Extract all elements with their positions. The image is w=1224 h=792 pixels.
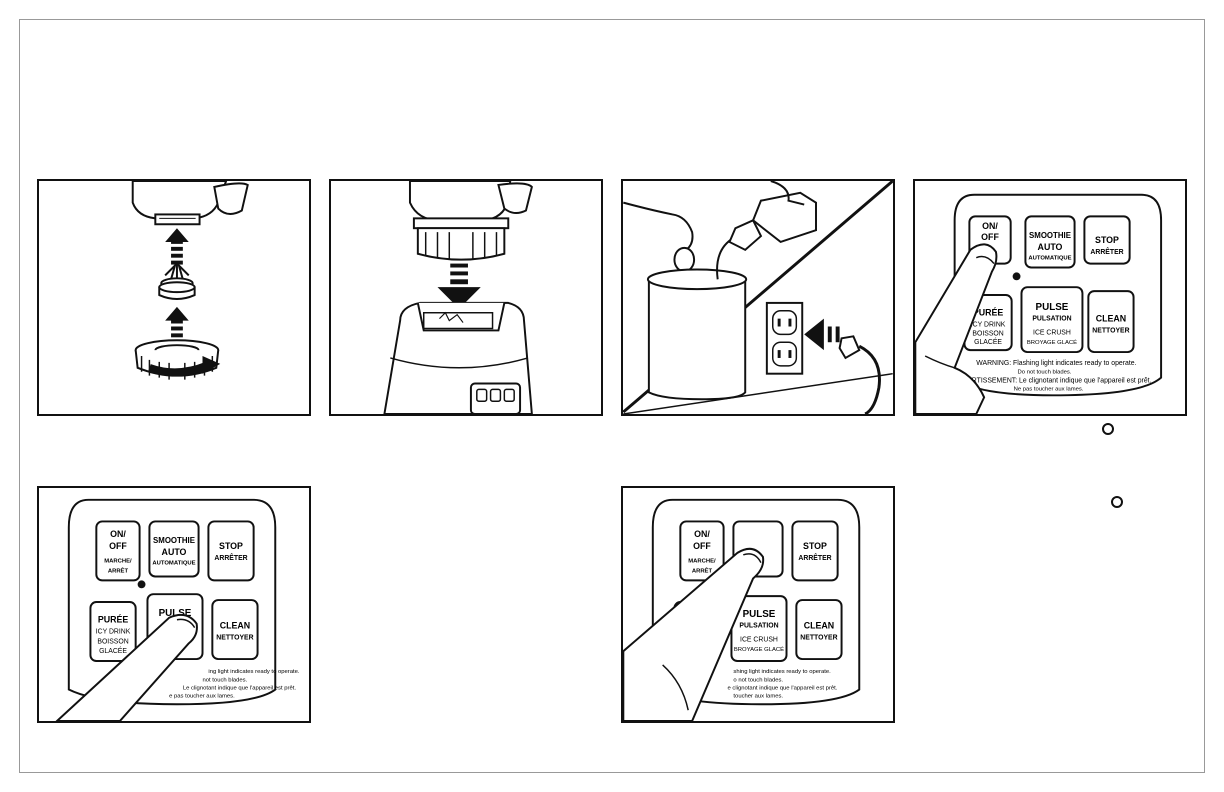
puree-label: GLACÉE: [974, 337, 1002, 346]
ring-bullet-icon: [1102, 423, 1114, 435]
pulse-label: PULSE: [1036, 302, 1069, 313]
step-panel-attach-jar: [329, 179, 603, 416]
finger-icon: [55, 613, 198, 721]
clean-label: CLEAN: [220, 621, 250, 631]
on-off-label: ARRÊT: [692, 567, 713, 575]
on-off-label: MARCHE/: [104, 559, 132, 565]
on-off-label: ARRÊT: [108, 567, 129, 575]
clean-label: NETTOYER: [216, 634, 253, 641]
pulse-label: ICE CRUSH: [1033, 329, 1071, 336]
arrow-up-icon: [165, 228, 189, 265]
puree-label: BOISSON: [97, 638, 128, 645]
strawberry-icon: [673, 246, 696, 273]
wall-outlet-icon: [765, 301, 804, 375]
plug-icon: [838, 335, 861, 360]
power-dot-icon: [137, 580, 146, 589]
avertissement-text: Ne pas toucher aux lames.: [1014, 386, 1084, 392]
on-off-label: ON/: [982, 221, 998, 231]
on-off-label: ON/: [110, 529, 126, 539]
arrow-left-icon: [804, 318, 840, 351]
pulse-label: PULSATION: [739, 623, 778, 630]
step-panel-press-smoothie: ON/ OFF MARCHE/ ARRÊT STOP ARRÊTER PULSE…: [621, 486, 895, 723]
smoothie-label: AUTOMATIQUE: [152, 561, 195, 567]
attach-jar-illustration: [383, 181, 533, 414]
page-frame: [19, 19, 1205, 773]
puree-label: GLACÉE: [99, 646, 127, 655]
avertissement-text: Le clignotant indique que l'appareil est…: [183, 686, 297, 692]
avertissement-text: toucher aux lames.: [733, 693, 783, 699]
on-off-label: MARCHE/: [688, 559, 716, 565]
clean-label: NETTOYER: [1092, 327, 1129, 334]
puree-label: ICY DRINK: [971, 322, 1006, 329]
avertissement-text: e pas toucher aux lames.: [169, 693, 235, 699]
assemble-blade-illustration: [131, 181, 249, 380]
clean-label: CLEAN: [804, 621, 834, 631]
warning-text: ing light indicates ready to operate.: [208, 669, 299, 675]
pulse-label: ICE CRUSH: [740, 636, 778, 643]
smoothie-label: AUTO: [1038, 242, 1063, 252]
stop-label: STOP: [1095, 235, 1119, 245]
smoothie-label: SMOOTHIE: [1029, 231, 1071, 240]
fill-and-plug-illustration: [623, 181, 893, 414]
pulse-label: PULSATION: [1032, 316, 1071, 323]
puree-label: PURÉE: [973, 308, 1004, 318]
step-panel-assemble-blade: [37, 179, 311, 416]
puree-label: ICY DRINK: [96, 629, 131, 636]
on-off-label: OFF: [981, 232, 999, 242]
clean-label: NETTOYER: [800, 634, 837, 641]
stop-label: ARRÊTER: [214, 553, 247, 562]
clean-label: CLEAN: [1096, 314, 1126, 324]
finger-icon: [623, 547, 765, 721]
blade-assembly-icon: [158, 262, 196, 300]
step-panel-press-on-off: ON/ OFF SMOOTHIE AUTO AUTOMATIQUE STOP A…: [913, 179, 1187, 416]
control-panel-on-off-illustration: ON/ OFF SMOOTHIE AUTO AUTOMATIQUE STOP A…: [915, 193, 1163, 414]
smoothie-label: AUTO: [162, 547, 187, 557]
stop-label: ARRÊTER: [1090, 247, 1123, 256]
stop-label: STOP: [803, 541, 827, 551]
pulse-label: PULSE: [743, 609, 776, 620]
rotate-arrow-icon: [148, 355, 221, 377]
step-panel-press-pulse: ON/ OFF MARCHE/ ARRÊT SMOOTHIE AUTO AUTO…: [37, 486, 311, 723]
power-dot-icon: [1012, 272, 1021, 281]
warning-text: WARNING: Flashing light indicates ready …: [976, 360, 1136, 367]
smoothie-label: SMOOTHIE: [153, 536, 195, 545]
warning-text: not touch blades.: [203, 678, 248, 684]
on-off-label: ON/: [694, 529, 710, 539]
avertissement-text: AVERTISSEMENT: Le clignotant indique que…: [959, 378, 1152, 385]
control-panel-pulse-illustration: ON/ OFF MARCHE/ ARRÊT SMOOTHIE AUTO AUTO…: [55, 498, 300, 721]
warning-text: Do not touch blades.: [1018, 370, 1072, 376]
on-off-label: OFF: [693, 541, 711, 551]
warning-text: shing light indicates ready to operate.: [733, 669, 831, 675]
avertissement-text: e clignotant indique que l'appareil est …: [728, 686, 838, 692]
puree-label: PURÉE: [98, 615, 129, 625]
stop-label: ARRÊTER: [798, 553, 831, 562]
smoothie-label: AUTOMATIQUE: [1028, 256, 1071, 262]
on-off-label: OFF: [109, 541, 127, 551]
pulse-label: BROYAGE GLACÉ: [1027, 339, 1077, 346]
control-panel-smoothie-illustration: ON/ OFF MARCHE/ ARRÊT STOP ARRÊTER PULSE…: [623, 498, 861, 721]
step-panel-fill-and-plug: [621, 179, 895, 416]
ring-bullet-icon: [1111, 496, 1123, 508]
puree-label: BOISSON: [972, 330, 1003, 337]
pulse-label: PULSE: [159, 608, 192, 619]
warning-text: o not touch blades.: [733, 678, 783, 684]
arrow-up-icon: [165, 306, 189, 345]
stop-label: STOP: [219, 541, 243, 551]
pulse-label: BROYAGE GLACÉ: [734, 646, 784, 653]
finger-icon: [915, 243, 998, 414]
arrow-down-icon: [437, 263, 481, 309]
